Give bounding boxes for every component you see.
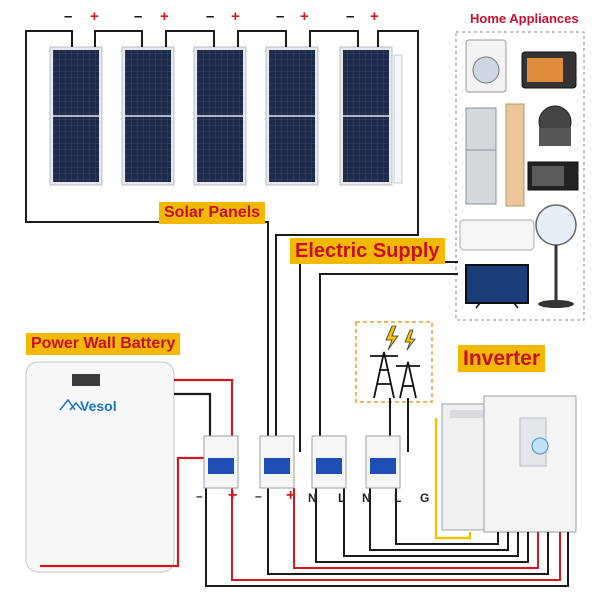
solar-panel-icon xyxy=(49,46,103,186)
refrigerator-icon xyxy=(465,107,497,205)
battery-return-wire-red xyxy=(40,456,228,568)
panel-3-positive: + xyxy=(231,8,240,25)
microwave-icon xyxy=(527,161,579,191)
terminal-supply-l: L xyxy=(338,491,346,505)
lightning-icon xyxy=(404,329,416,351)
inverter-units xyxy=(441,395,577,533)
oven-icon xyxy=(521,51,577,89)
breaker-icon xyxy=(203,435,239,489)
solar-panel-icon xyxy=(193,46,247,186)
panel-4-negative: – xyxy=(276,8,285,25)
power-tower-icon xyxy=(370,351,420,399)
panel-4-positive: + xyxy=(300,8,309,25)
breaker-icon xyxy=(365,435,401,489)
washing-machine-icon xyxy=(465,39,507,93)
appliances-panel xyxy=(455,31,585,321)
battery-positive-wire xyxy=(174,378,234,452)
solar-panels-label: Solar Panels xyxy=(159,202,266,224)
terminal-grid-l: L xyxy=(394,491,402,505)
terminal-supply-n: N xyxy=(308,491,317,505)
panel-1-positive: + xyxy=(90,8,99,25)
solar-panel-array xyxy=(49,46,403,186)
breaker-icon xyxy=(259,435,295,489)
inverter-output-wiring xyxy=(205,418,569,587)
panel-1-negative: – xyxy=(64,8,73,25)
terminal-pv-positive: + xyxy=(286,487,296,504)
rice-cooker-icon xyxy=(538,105,572,146)
power-wall-battery xyxy=(25,361,175,573)
terminal-pv-negative: – xyxy=(255,489,262,503)
panel-5-negative: – xyxy=(346,8,355,25)
home-appliances-title: Home Appliances xyxy=(470,11,579,26)
breaker-icon xyxy=(311,435,347,489)
breaker-row xyxy=(203,435,401,489)
power-wall-battery-label: Power Wall Battery xyxy=(26,333,181,355)
terminal-grid-n: N xyxy=(362,491,371,505)
fan-icon xyxy=(535,204,577,308)
solar-panel-icon xyxy=(265,46,319,186)
panel-5-positive: + xyxy=(370,8,379,25)
grid-supply-box xyxy=(355,321,433,403)
terminal-battery-negative: – xyxy=(196,489,203,503)
terminal-battery-positive: + xyxy=(228,487,238,504)
panel-3-negative: – xyxy=(206,8,215,25)
battery-negative-wire xyxy=(174,392,212,452)
tv-icon xyxy=(465,264,529,309)
panel-series-wiring xyxy=(25,30,419,460)
inverter-label: Inverter xyxy=(458,345,546,372)
panel-2-positive: + xyxy=(160,8,169,25)
solar-panel-icon xyxy=(121,46,175,186)
terminal-ground: G xyxy=(420,491,430,505)
solar-panel-icon xyxy=(339,46,403,186)
lightning-icon xyxy=(385,325,399,351)
battery-brand: Vesol xyxy=(80,398,117,414)
electric-supply-label: Electric Supply xyxy=(290,238,445,264)
panel-2-negative: – xyxy=(134,8,143,25)
supply-wiring xyxy=(299,261,458,452)
air-conditioner-icon xyxy=(459,103,535,251)
